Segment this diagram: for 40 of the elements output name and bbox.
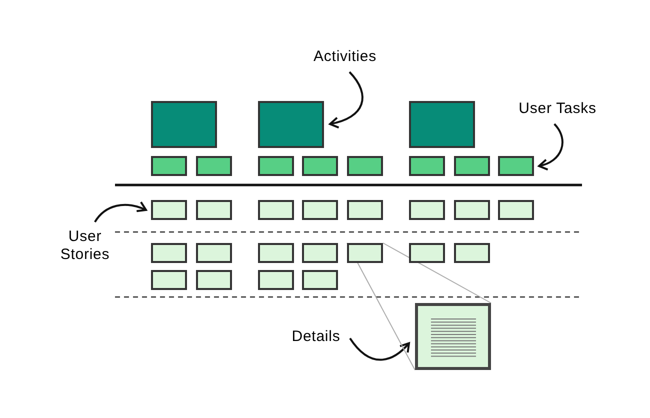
activity-box: [151, 101, 217, 148]
callout-label: User Stories: [59, 228, 111, 264]
story-card: [302, 270, 338, 290]
story-card: [409, 200, 445, 220]
task-card: [151, 156, 187, 176]
story-card: [302, 243, 338, 263]
activity-box: [258, 101, 324, 148]
connector-line: [382, 242, 492, 304]
callout-label: User Tasks: [518, 100, 596, 118]
curved-arrow: [538, 123, 564, 170]
task-card: [302, 156, 338, 176]
story-card: [196, 270, 232, 290]
story-card: [454, 243, 490, 263]
callout-label: Activities: [314, 48, 376, 66]
curved-arrow: [94, 201, 147, 223]
story-card: [498, 200, 534, 220]
story-card: [151, 243, 187, 263]
story-card: [196, 243, 232, 263]
activity-box: [409, 101, 475, 148]
story-card: [409, 243, 445, 263]
detail-card: [415, 303, 491, 370]
story-card: [347, 243, 383, 263]
task-card: [409, 156, 445, 176]
story-card: [347, 200, 383, 220]
curved-arrow: [329, 71, 364, 128]
story-card: [454, 200, 490, 220]
story-card: [258, 270, 294, 290]
story-card: [196, 200, 232, 220]
task-card: [258, 156, 294, 176]
story-card: [151, 270, 187, 290]
story-card: [258, 243, 294, 263]
task-card: [498, 156, 534, 176]
story-card: [151, 200, 187, 220]
story-card: [258, 200, 294, 220]
task-card: [454, 156, 490, 176]
curved-arrow: [349, 338, 410, 361]
task-card: [347, 156, 383, 176]
callout-label: Details: [292, 328, 340, 346]
story-card: [302, 200, 338, 220]
task-card: [196, 156, 232, 176]
